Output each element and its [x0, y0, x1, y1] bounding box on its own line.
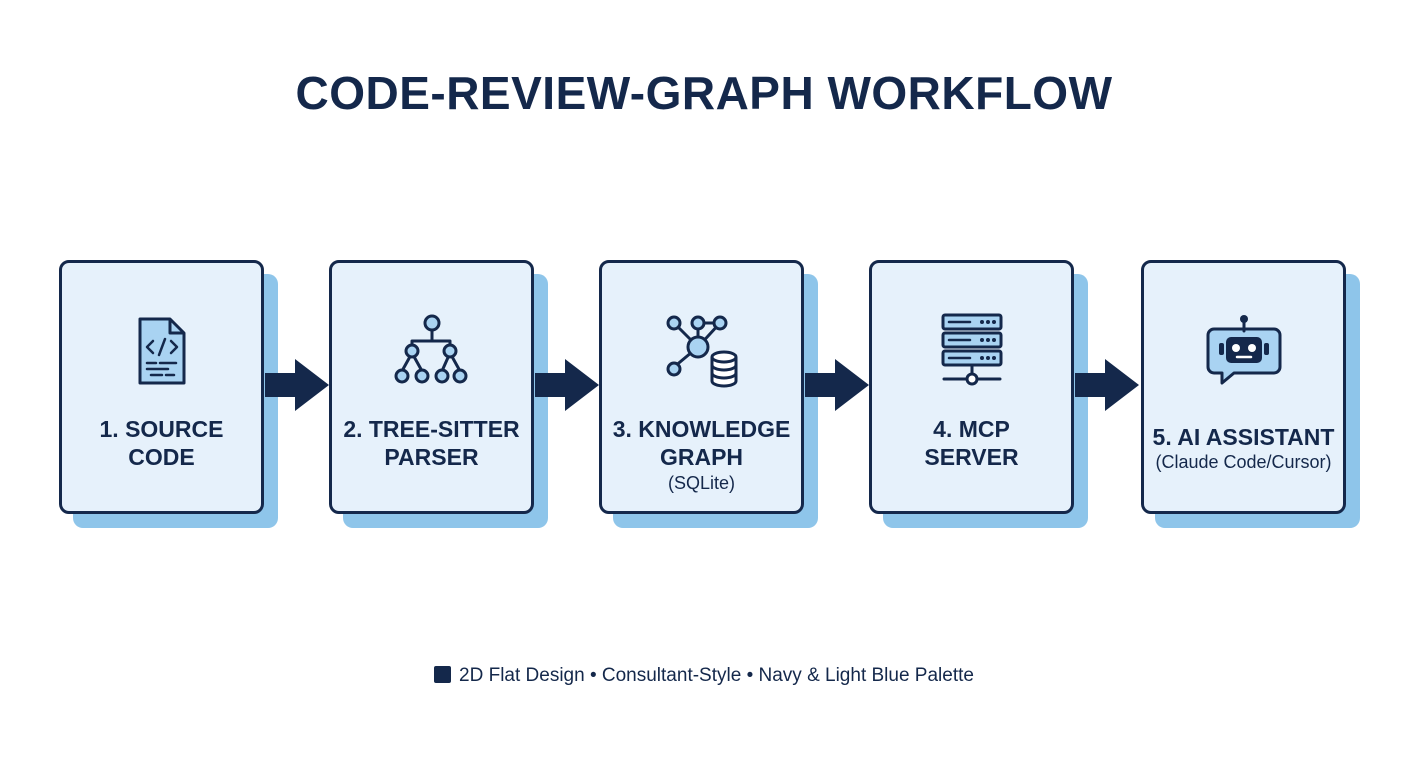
- robot-chat-icon: [1206, 315, 1281, 385]
- tree-hierarchy-icon: [394, 314, 467, 384]
- diagram-title: CODE-REVIEW-GRAPH WORKFLOW: [295, 67, 1113, 119]
- step-label-line1: 2. TREE-SITTER: [343, 416, 520, 442]
- server-rack-icon: [941, 313, 1002, 386]
- step-card: 1. SOURCE CODE: [59, 260, 264, 514]
- arrow-right-icon: [265, 359, 329, 411]
- step-knowledge-graph: 3. KNOWLEDGE GRAPH (SQLite): [599, 260, 818, 528]
- step-card: 3. KNOWLEDGE GRAPH (SQLite): [599, 260, 804, 514]
- step-label-line1: 5. AI ASSISTANT: [1152, 424, 1335, 450]
- step-label-line1: 1. SOURCE: [99, 416, 224, 442]
- step-label-line2: PARSER: [384, 444, 479, 470]
- step-card: 5. AI ASSISTANT (Claude Code/Cursor): [1141, 260, 1346, 514]
- arrow-right-icon: [535, 359, 599, 411]
- arrow-right-icon: [805, 359, 869, 411]
- footer-text: 2D Flat Design • Consultant-Style • Navy…: [459, 665, 974, 686]
- step-label-line1: 3. KNOWLEDGE: [612, 416, 791, 442]
- step-label-line1: 4. MCP: [933, 416, 1010, 442]
- step-card: 2. TREE-SITTER PARSER: [329, 260, 534, 514]
- step-sublabel: (SQLite): [667, 473, 736, 493]
- step-card: 4. MCP SERVER: [869, 260, 1074, 514]
- footer-caption: 2D Flat Design • Consultant-Style • Navy…: [0, 665, 1408, 687]
- arrow-right-icon: [1075, 359, 1139, 411]
- step-label-line2: GRAPH: [659, 444, 744, 470]
- step-tree-sitter-parser: 2. TREE-SITTER PARSER: [329, 260, 548, 528]
- legend-square-icon: [434, 666, 452, 683]
- step-label-line2: SERVER: [924, 444, 1019, 470]
- step-mcp-server: 4. MCP SERVER: [869, 260, 1088, 528]
- step-sublabel: (Claude Code/Cursor): [1155, 452, 1332, 472]
- step-label-line2: CODE: [128, 444, 195, 470]
- step-source-code: 1. SOURCE CODE: [59, 260, 278, 528]
- graph-database-icon: [666, 315, 737, 388]
- step-ai-assistant: 5. AI ASSISTANT (Claude Code/Cursor): [1141, 260, 1360, 528]
- code-file-icon: [138, 317, 185, 385]
